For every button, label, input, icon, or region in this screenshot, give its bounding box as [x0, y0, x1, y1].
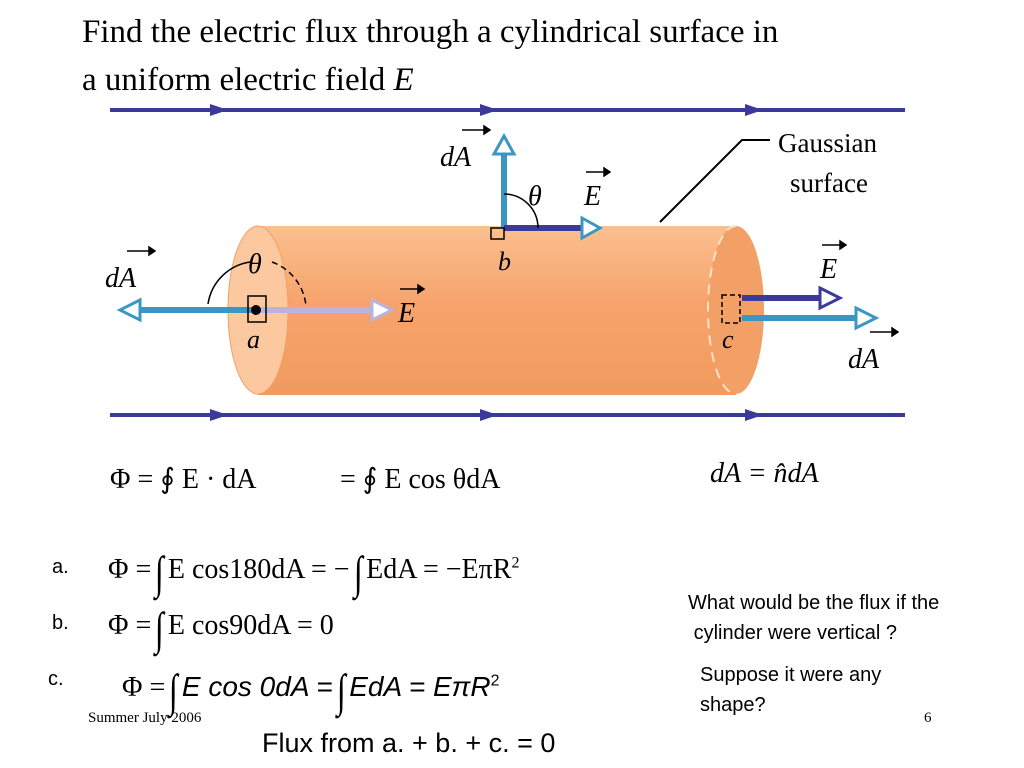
- E-label-right: E: [819, 254, 837, 285]
- slide-title: Find the electric flux through a cylindr…: [82, 14, 779, 98]
- gaussian-pointer-line: [659, 139, 770, 223]
- page-number: 6: [924, 710, 932, 726]
- case-c-equation: Φ =∫E cos 0dA =∫EdA = EπR2: [122, 665, 500, 716]
- point-a-vectors: [116, 261, 396, 323]
- gaussian-label-1: Gaussian: [778, 128, 877, 158]
- integral-icon: ∫: [155, 547, 164, 598]
- dA-label-left: dA: [105, 263, 137, 294]
- area-normal-equation: dA = n̂dA: [710, 458, 819, 489]
- field-line-top: [110, 104, 905, 116]
- integral-icon: ∫: [353, 547, 363, 598]
- case-b-label: b.: [52, 612, 69, 634]
- case-c-label: c.: [48, 668, 64, 690]
- E-label-left: E: [397, 298, 415, 329]
- title-variable: E: [393, 62, 414, 98]
- question-vertical: What would be the flux if the cylinder w…: [688, 592, 940, 644]
- point-a-label: a: [247, 325, 260, 354]
- question-any-shape: Suppose it were any shape?: [700, 664, 882, 716]
- integral-icon: ∫: [155, 603, 164, 654]
- flux-cosine-equation: = ∮ E cos θdA: [340, 464, 501, 495]
- flux-sum-statement: Flux from a. + b. + c. = 0: [262, 728, 556, 758]
- gaussian-cylinder-diagram: Gaussian surface dA θ E b dA θ E a E dA …: [105, 104, 905, 421]
- E-label-top: E: [583, 181, 601, 212]
- case-a-label: a.: [52, 556, 69, 578]
- flux-definition-equation: Φ = ∮ E · dA: [110, 464, 257, 495]
- case-a-equation: Φ =∫E cos180dA = −∫EdA = −EπR2: [108, 547, 520, 598]
- case-b-equation: Φ =∫E cos90dA = 0: [108, 603, 334, 654]
- theta-label-left: θ: [248, 249, 262, 280]
- dA-label-right: dA: [848, 344, 880, 375]
- point-b-vectors: [490, 132, 604, 241]
- point-c-label: c: [722, 325, 734, 354]
- integral-icon: ∫: [336, 665, 346, 716]
- integral-icon: ∫: [169, 665, 178, 716]
- point-c-vectors: [721, 285, 880, 331]
- gaussian-label-2: surface: [790, 168, 868, 198]
- field-line-bottom: [110, 409, 905, 421]
- footer-date: Summer July 2006: [88, 710, 202, 726]
- theta-label-top: θ: [528, 181, 542, 212]
- vector-overbars: [127, 124, 900, 338]
- dA-label-top: dA: [440, 142, 472, 173]
- point-b-label: b: [498, 247, 511, 276]
